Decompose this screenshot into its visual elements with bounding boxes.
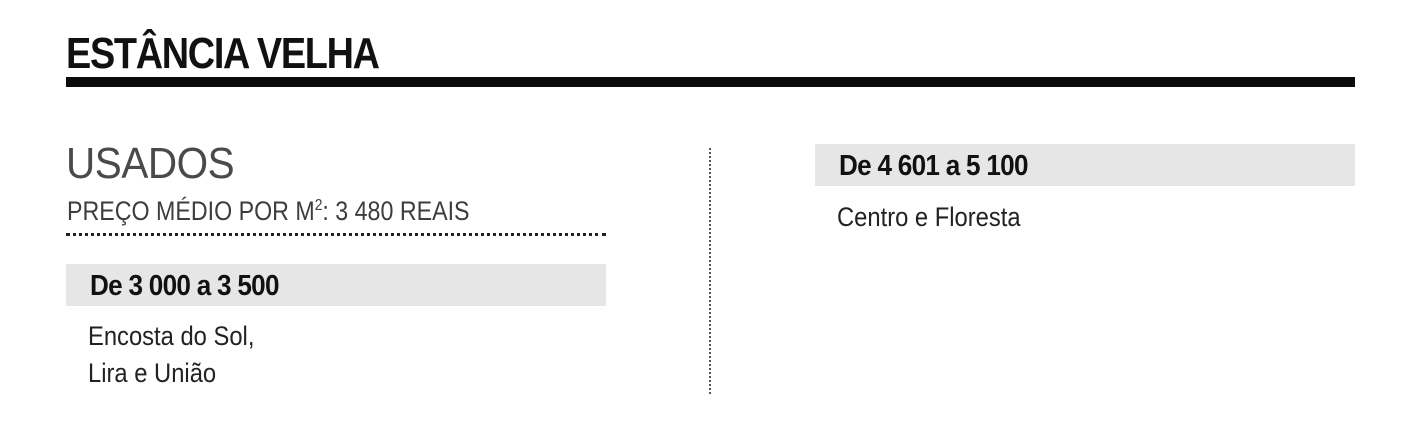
price-range-band: De 3 000 a 3 500 <box>66 264 606 306</box>
average-price-label: PREÇO MÉDIO POR M <box>67 196 315 226</box>
column-divider <box>709 148 711 394</box>
neighborhood-list: Encosta do Sol, Lira e União <box>88 318 254 392</box>
average-price-line: PREÇO MÉDIO POR M2: 3 480 REAIS <box>67 190 470 227</box>
page-title: ESTÂNCIA VELHA <box>66 29 380 78</box>
price-range-label: De 4 601 a 5 100 <box>839 150 1028 182</box>
title-underline-rule <box>66 77 1355 87</box>
average-price-value: : 3 480 REAIS <box>322 196 470 226</box>
square-superscript: 2 <box>314 197 323 214</box>
price-range-band: De 4 601 a 5 100 <box>815 144 1355 186</box>
neighborhood-line: Encosta do Sol, <box>88 321 255 351</box>
neighborhood-line: Centro e Floresta <box>837 202 1021 232</box>
price-range-label: De 3 000 a 3 500 <box>90 270 279 302</box>
neighborhood-list: Centro e Floresta <box>837 199 1021 236</box>
neighborhood-line: Lira e União <box>88 358 217 388</box>
section-title: USADOS <box>66 139 235 188</box>
dotted-separator <box>66 233 606 236</box>
